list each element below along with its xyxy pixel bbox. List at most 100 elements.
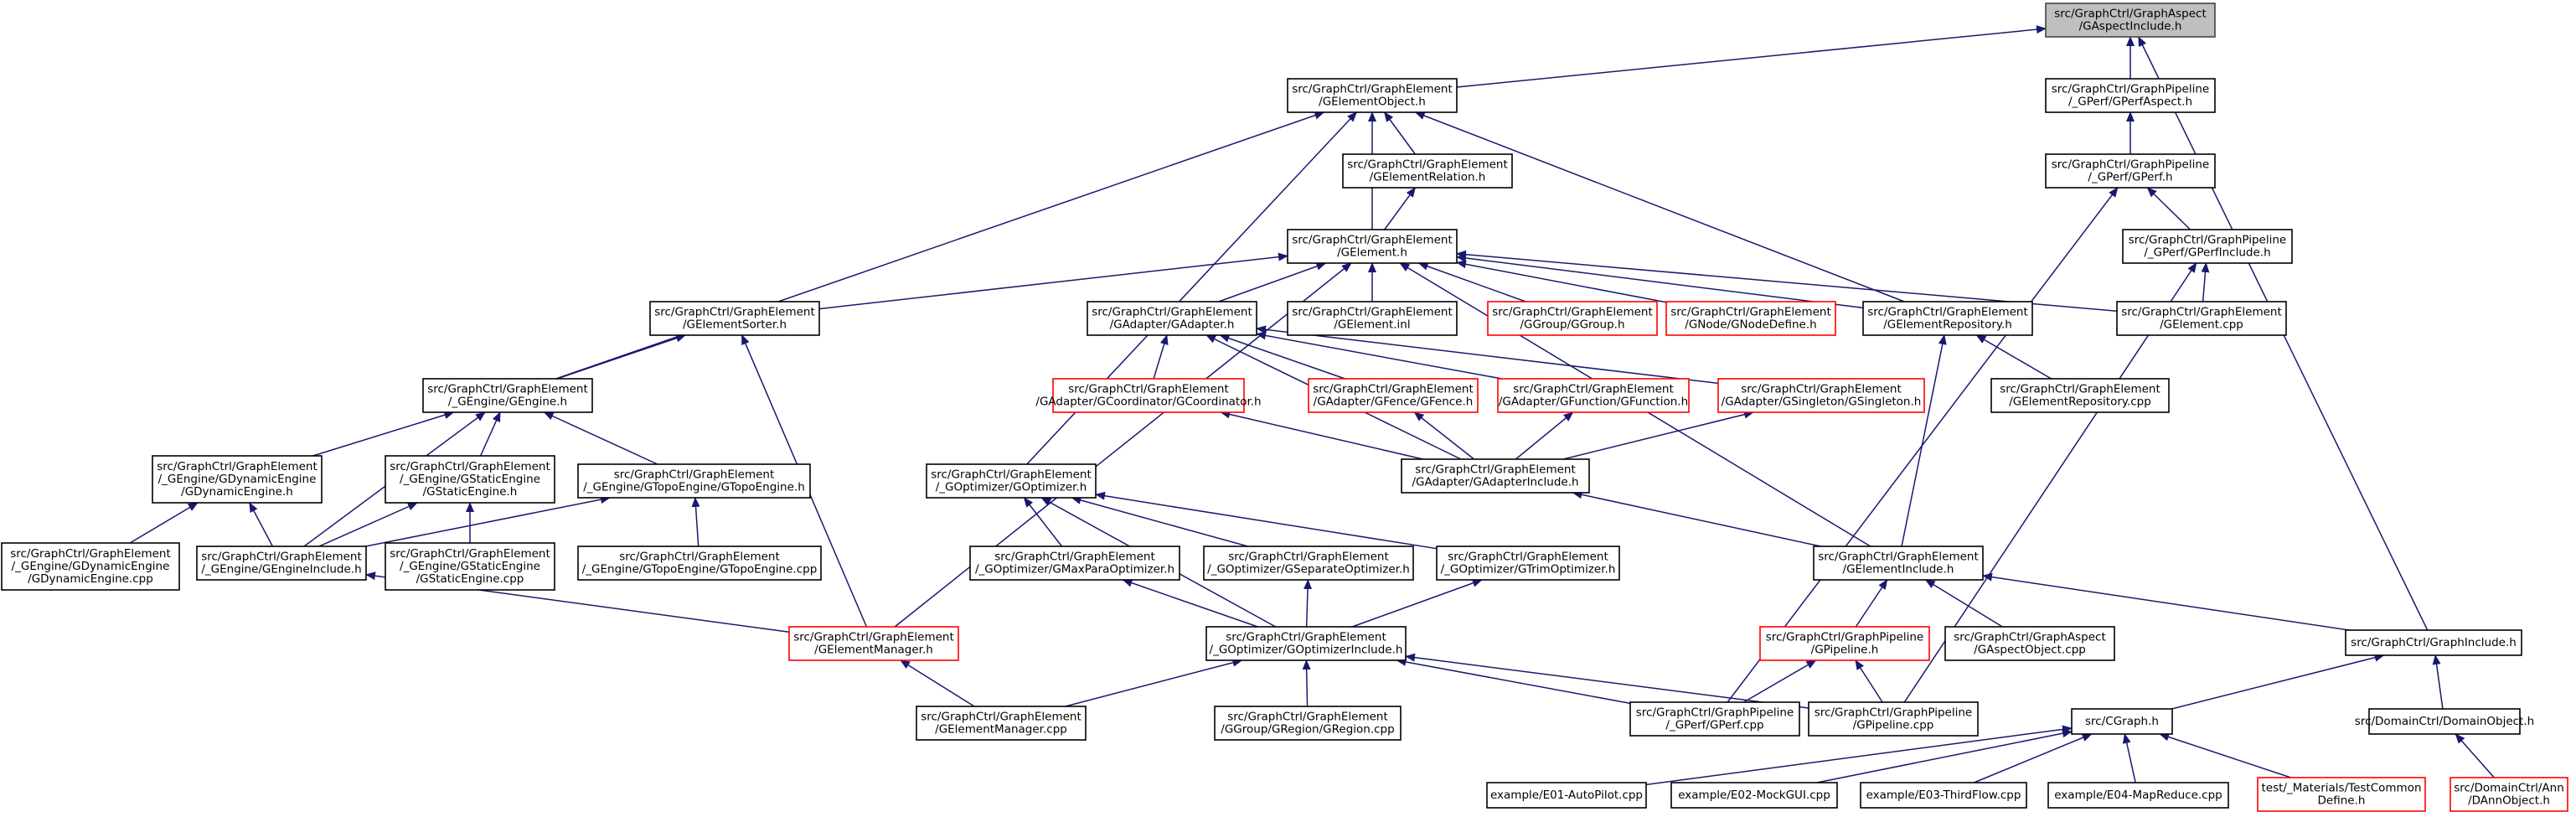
node-gstaticengine_h[interactable]: src/GraphCtrl/GraphElement/_GEngine/GSta… <box>385 455 555 504</box>
node-gpipeline_h[interactable]: src/GraphCtrl/GraphPipeline/GPipeline.h <box>1759 626 1930 661</box>
node-e02[interactable]: example/E02-MockGUI.cpp <box>1670 782 1838 809</box>
node-gadapter[interactable]: src/GraphCtrl/GraphElement/GAdapter/GAda… <box>1087 301 1257 336</box>
node-box <box>1205 626 1407 661</box>
node-box <box>2257 777 2426 812</box>
node-gperf_h[interactable]: src/GraphCtrl/GraphPipeline/_GPerf/GPerf… <box>2045 153 2216 189</box>
node-label-line: /GElementRepository.h <box>1883 318 2012 332</box>
node-goptimizer_h[interactable]: src/GraphCtrl/GraphElement/_GOptimizer/G… <box>926 463 1097 499</box>
node-label-line: src/GraphCtrl/GraphPipeline <box>1766 631 1923 644</box>
node-label-line: /_GPerf/GPerf.h <box>2088 171 2172 184</box>
node-label-line: /GAdapter/GCoordinator/GCoordinator.h <box>1035 396 1261 409</box>
node-label-line: /GElement.inl <box>1334 318 1410 332</box>
edge-line <box>249 502 274 547</box>
node-gelementobject[interactable]: src/GraphCtrl/GraphElement/GElementObjec… <box>1287 78 1458 113</box>
node-box <box>2345 629 2522 656</box>
node-box <box>385 542 555 591</box>
node-gcoordinator[interactable]: src/GraphCtrl/GraphElement/GAdapter/GCoo… <box>1035 378 1262 413</box>
edge-dannobject-to-domainobject <box>2455 733 2495 778</box>
node-gelementinclude[interactable]: src/GraphCtrl/GraphElement/GElementInclu… <box>1813 546 1984 581</box>
node-box <box>788 626 959 661</box>
edge-gadapterinclude-to-gfence <box>1413 411 1475 460</box>
node-gfunction[interactable]: src/GraphCtrl/GraphElement/GAdapter/GFun… <box>1497 378 1690 413</box>
node-label-line: src/GraphCtrl/GraphPipeline <box>2052 158 2209 172</box>
node-gadapterinclude[interactable]: src/GraphCtrl/GraphElement/GAdapter/GAda… <box>1401 458 1590 494</box>
node-box <box>1486 782 1647 809</box>
node-box <box>916 706 1087 741</box>
edge-graphinclude-to-gelementinclude <box>1982 572 2350 631</box>
node-cgraph[interactable]: src/CGraph.h <box>2071 708 2173 735</box>
edge-line <box>1122 578 1258 628</box>
edge-line <box>2171 653 2385 710</box>
node-box <box>1 542 180 591</box>
node-gengineinclude[interactable]: src/GraphCtrl/GraphElement/_GEngine/GEng… <box>196 546 367 581</box>
node-gpipeline_cpp[interactable]: src/GraphCtrl/GraphPipeline/GPipeline.cp… <box>1808 701 1979 737</box>
edge-gelementrepository-to-gelementobject <box>1414 111 1905 302</box>
edge-line <box>2122 733 2136 783</box>
node-root[interactable]: src/GraphCtrl/GraphAspect/GAspectInclude… <box>2045 3 2216 38</box>
node-label-line: /_GEngine/GDynamicEngine <box>12 560 170 573</box>
node-gregion_cpp[interactable]: src/GraphCtrl/GraphElement/GGroup/GRegio… <box>1214 706 1402 741</box>
node-gstaticengine_cpp[interactable]: src/GraphCtrl/GraphElement/_GEngine/GSta… <box>385 542 555 591</box>
node-box <box>2450 777 2568 812</box>
node-label-line: src/GraphCtrl/GraphInclude.h <box>2351 636 2517 649</box>
edge-gtrimoptimizer-to-goptimizer_h <box>1095 491 1438 550</box>
node-label-line: src/GraphCtrl/GraphElement <box>1347 158 1508 172</box>
node-label-line: /GPipeline.cpp <box>1853 719 1934 732</box>
node-box <box>1308 378 1479 413</box>
node-label-line: /_GPerf/GPerf.cpp <box>1665 719 1763 732</box>
node-gelementrepository_cpp[interactable]: src/GraphCtrl/GraphElement/GElementRepos… <box>1990 378 2170 413</box>
node-gmaxparaoptimizer[interactable]: src/GraphCtrl/GraphElement/_GOptimizer/G… <box>969 546 1180 581</box>
node-label-line: src/GraphCtrl/GraphPipeline <box>2129 234 2286 247</box>
node-box <box>577 463 811 499</box>
edge-gelementinclude-to-gadapterinclude <box>1572 490 1821 547</box>
node-gaspectobject_cpp[interactable]: src/GraphCtrl/GraphAspect/GAspectObject.… <box>1944 626 2115 661</box>
edge-gelementrelation-to-gelementobject <box>1384 111 1416 155</box>
node-gdynamicengine_h[interactable]: src/GraphCtrl/GraphElement/_GEngine/GDyn… <box>152 455 323 504</box>
node-gdynamicengine_cpp[interactable]: src/GraphCtrl/GraphElement/_GEngine/GDyn… <box>1 542 180 591</box>
node-gelementsorter[interactable]: src/GraphCtrl/GraphElement/GElementSorte… <box>649 301 820 336</box>
node-ggroup[interactable]: src/GraphCtrl/GraphElement/GGroup/GGroup… <box>1487 301 1658 336</box>
node-gelementmanager_h[interactable]: src/GraphCtrl/GraphElement/GElementManag… <box>788 626 959 661</box>
edge-gfence-to-gadapter <box>1219 334 1345 380</box>
node-gperfinclude[interactable]: src/GraphCtrl/GraphPipeline/_GPerf/GPerf… <box>2122 229 2293 264</box>
node-gelementmanager_cpp[interactable]: src/GraphCtrl/GraphElement/GElementManag… <box>916 706 1087 741</box>
node-goptimizerinclude[interactable]: src/GraphCtrl/GraphElement/_GOptimizer/G… <box>1205 626 1407 661</box>
node-label-line: /GPipeline.h <box>1811 644 1879 657</box>
edge-line <box>1982 572 2350 631</box>
node-gelementrelation[interactable]: src/GraphCtrl/GraphElement/GElementRelat… <box>1342 153 1513 189</box>
node-gengine[interactable]: src/GraphCtrl/GraphElement/_GEngine/GEng… <box>422 378 593 413</box>
node-dannobject[interactable]: src/DomainCtrl/Ann/DAnnObject.h <box>2450 777 2568 812</box>
node-label-line: /GElementObject.h <box>1319 96 1426 109</box>
node-gfence[interactable]: src/GraphCtrl/GraphElement/GAdapter/GFen… <box>1308 378 1479 413</box>
edge-line <box>1256 331 1502 380</box>
node-label-line: src/GraphCtrl/GraphAspect <box>2054 8 2207 21</box>
node-gelement_cpp[interactable]: src/GraphCtrl/GraphElement/GElement.cpp <box>2116 301 2287 336</box>
node-gnodedefine[interactable]: src/GraphCtrl/GraphElement/GNode/GNodeDe… <box>1665 301 1836 336</box>
edge-gperfinclude-to-gperf_h <box>2146 187 2191 230</box>
node-e04[interactable]: example/E04-MapReduce.cpp <box>2047 782 2229 809</box>
node-gelementrepository[interactable]: src/GraphCtrl/GraphElement/GElementRepos… <box>1862 301 2033 336</box>
node-box <box>385 455 555 504</box>
node-box <box>1487 301 1658 336</box>
node-gelement_inl[interactable]: src/GraphCtrl/GraphElement/GElement.inl <box>1287 301 1458 336</box>
node-graphinclude[interactable]: src/GraphCtrl/GraphInclude.h <box>2345 629 2522 656</box>
node-gtopoengine_h[interactable]: src/GraphCtrl/GraphElement/_GEngine/GTop… <box>577 463 811 499</box>
node-e03[interactable]: example/E03-ThirdFlow.cpp <box>1860 782 2027 809</box>
node-e01[interactable]: example/E01-AutoPilot.cpp <box>1486 782 1647 809</box>
node-label-line: src/GraphCtrl/GraphElement <box>654 306 815 319</box>
node-gperf_cpp[interactable]: src/GraphCtrl/GraphPipeline/_GPerf/GPerf… <box>1629 701 1800 737</box>
node-label-line: /GDynamicEngine.cpp <box>28 572 153 586</box>
node-domainobject[interactable]: src/DomainCtrl/DomainObject.h <box>2355 708 2534 735</box>
node-gelement_h[interactable]: src/GraphCtrl/GraphElement/GElement.h <box>1287 229 1458 264</box>
node-gtrimoptimizer[interactable]: src/GraphCtrl/GraphElement/_GOptimizer/G… <box>1436 546 1620 581</box>
edge-line <box>1456 260 1667 303</box>
edge-line <box>1303 579 1313 628</box>
node-gseparateoptimizer[interactable]: src/GraphCtrl/GraphElement/_GOptimizer/G… <box>1203 546 1414 581</box>
node-gperfaspect[interactable]: src/GraphCtrl/GraphPipeline/_GPerf/GPerf… <box>2045 78 2216 113</box>
edge-gelementmanager_cpp-to-goptimizerinclude <box>1065 658 1243 707</box>
node-gtopoengine_cpp[interactable]: src/GraphCtrl/GraphElement/_GEngine/GTop… <box>577 546 822 581</box>
edge-line <box>1901 334 1947 547</box>
node-label-line: /_GOptimizer/GOptimizer.h <box>936 481 1087 494</box>
node-gsingleton[interactable]: src/GraphCtrl/GraphElement/GAdapter/GSin… <box>1717 378 1925 413</box>
